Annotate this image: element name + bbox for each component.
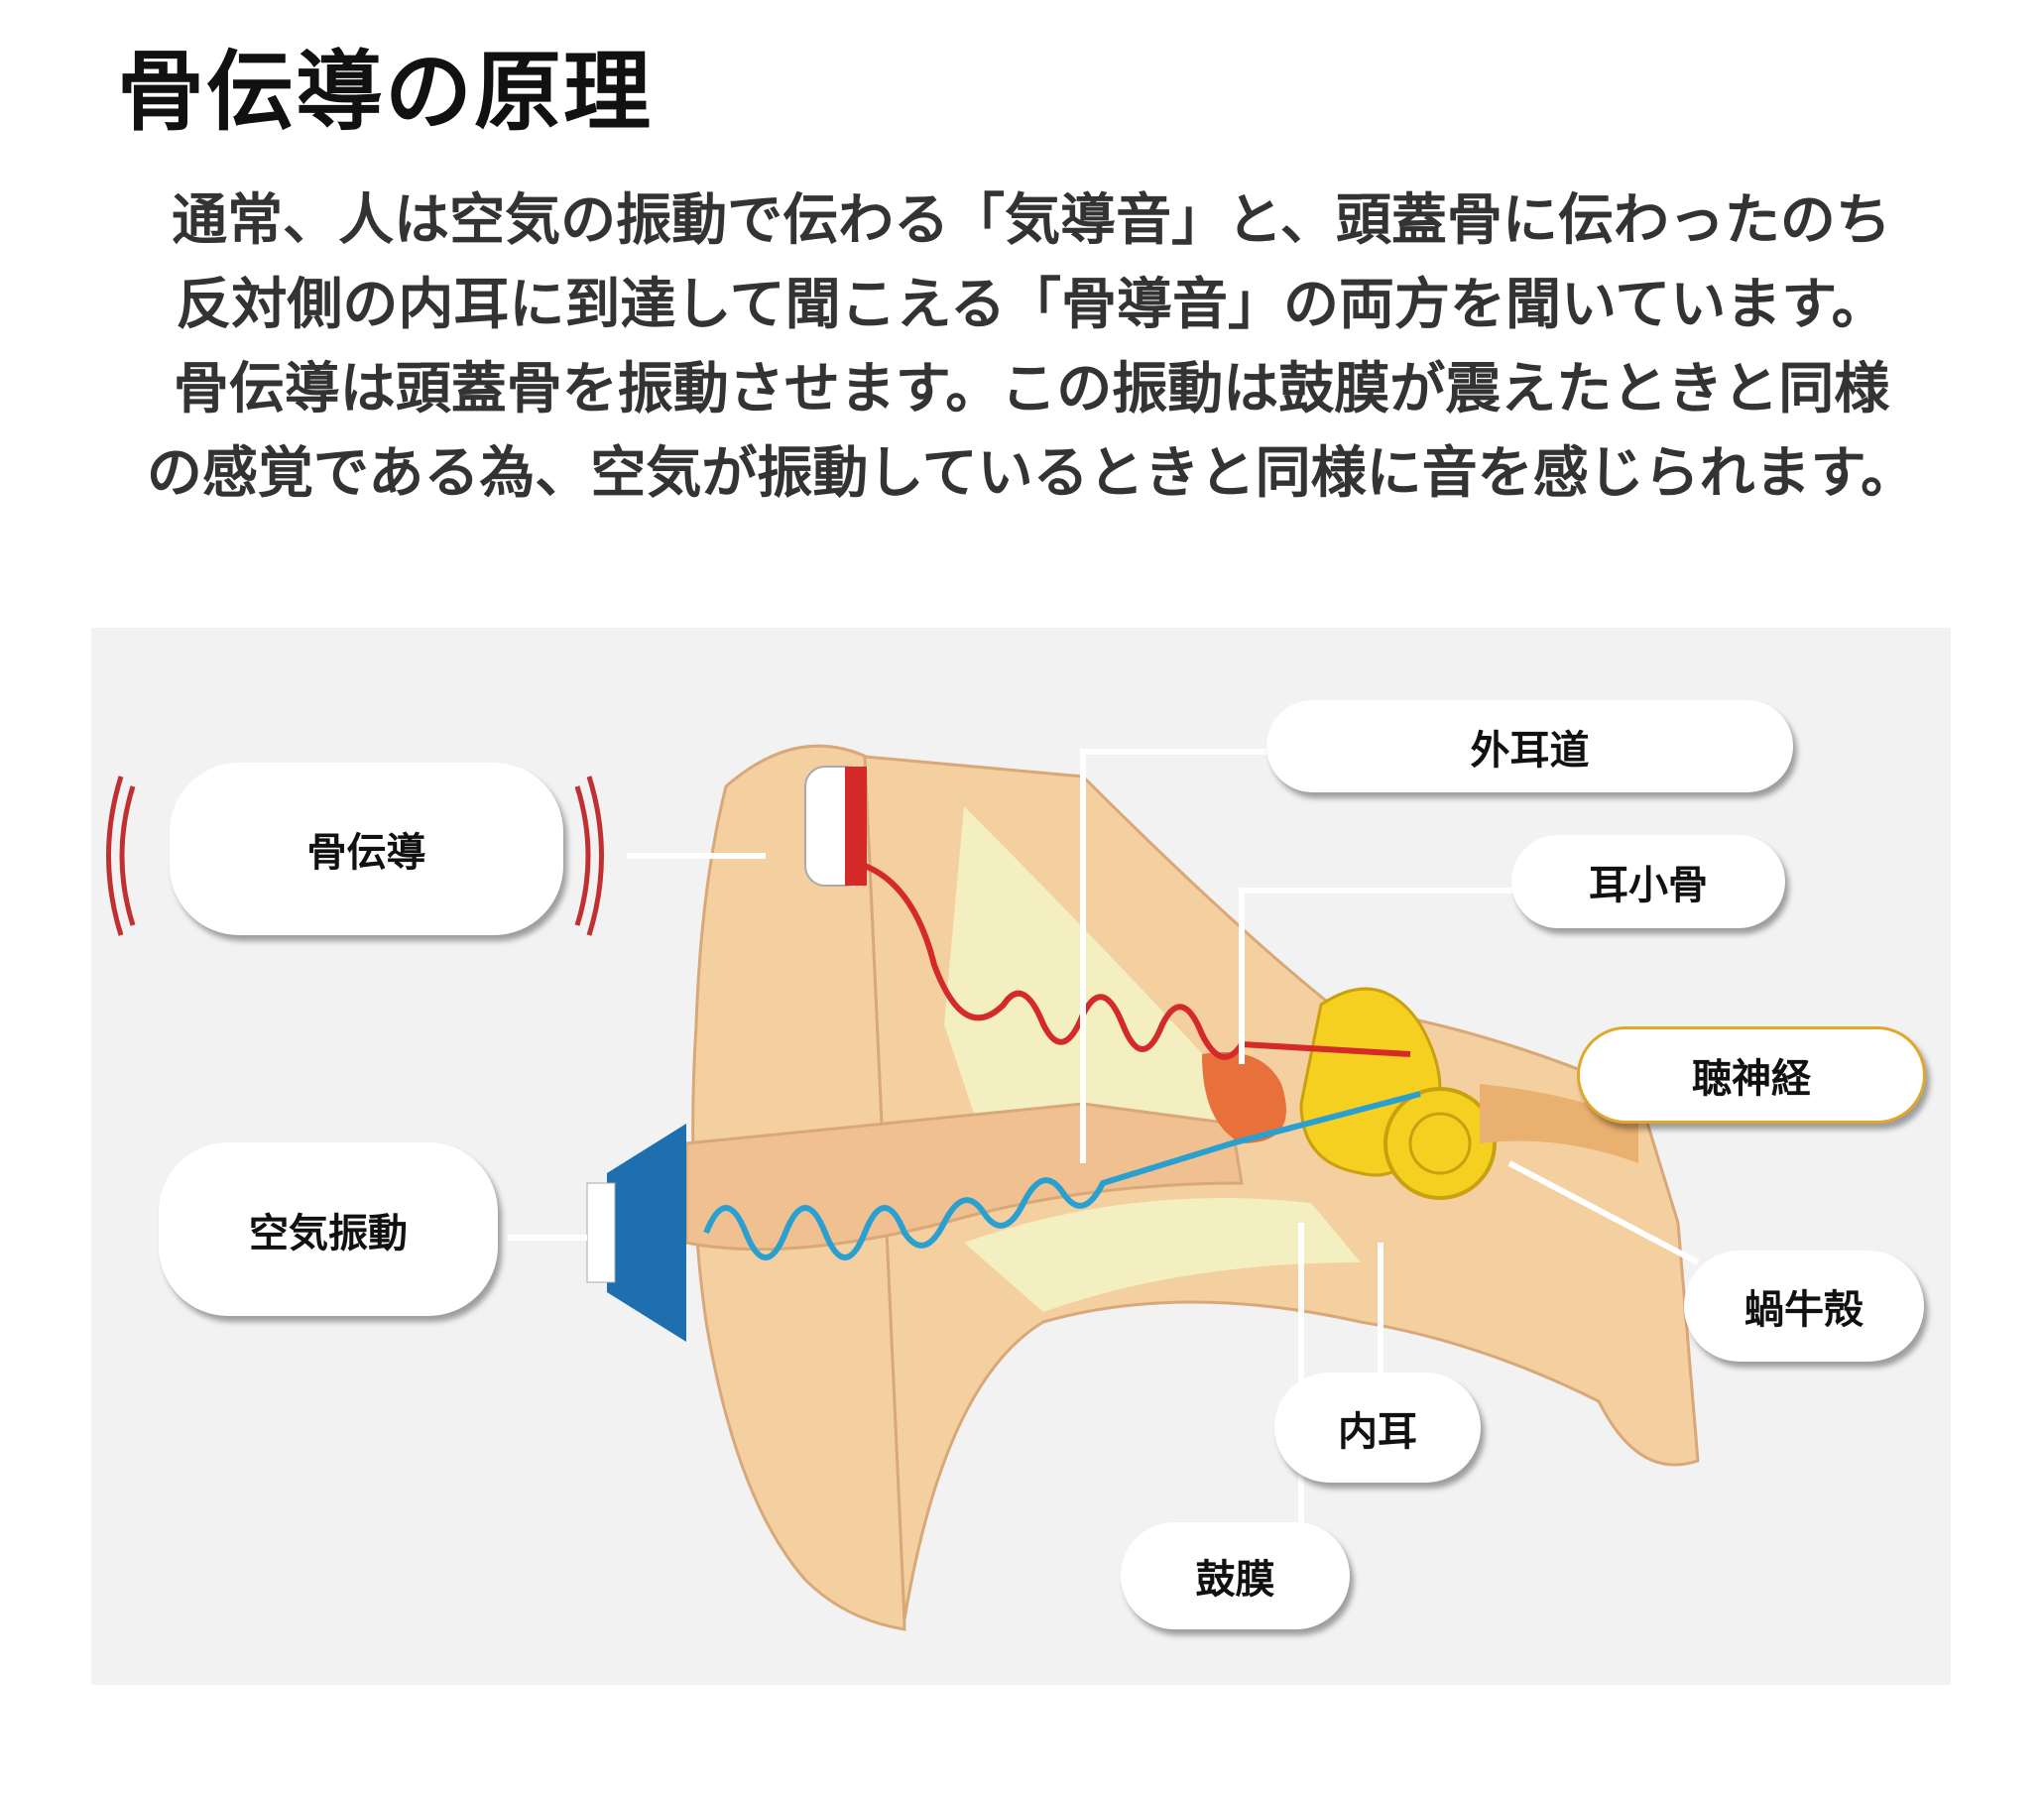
auditory-nerve-shape [1480, 1084, 1638, 1163]
bone-wave [863, 863, 1411, 1060]
label-ossicles: 耳小骨 [1511, 835, 1785, 928]
air-wave [703, 1091, 1421, 1260]
label-eardrum: 鼓膜 [1121, 1522, 1350, 1629]
bone-conduction-diagram: 骨伝導 空気振動 外耳道 耳小骨 聴神経 蝸牛殻 内耳 鼓膜 [91, 628, 1951, 1685]
label-inner-ear: 内耳 [1274, 1373, 1481, 1483]
label-ear-canal: 外耳道 [1266, 700, 1793, 792]
label-auditory-nerve: 聴神経 [1577, 1026, 1926, 1124]
page-title: 骨伝導の原理 [117, 41, 654, 143]
ear-illustration [106, 744, 1700, 1631]
label-cochlea: 蝸牛殻 [1684, 1251, 1924, 1362]
paragraph-line: 骨伝導は頭蓋骨を振動させます。この振動は鼓膜が震えたときと同様 [173, 357, 1890, 421]
ear-canal [684, 1102, 1244, 1252]
paragraph-line: の感覚である為、空気が振動しているときと同様に音を感じられます。 [146, 441, 1917, 506]
description-paragraph: 通常、人は空気の振動で伝わる「気導音」と、頭蓋骨に伝わったのち 反対側の内耳に到… [99, 179, 1964, 516]
vibration-marks-right [574, 776, 604, 936]
vibration-marks-left [106, 776, 136, 936]
air-speaker [607, 1124, 686, 1342]
bone-layer [944, 806, 1262, 1153]
ossicles-shape [1202, 1052, 1286, 1143]
label-air-vibration: 空気振動 [159, 1142, 498, 1316]
cochlea-spiral [1383, 1087, 1497, 1200]
paragraph-line: 反対側の内耳に到達して聞こえる「骨導音」の両方を聞いています。 [176, 273, 1887, 337]
label-bone-conduction: 骨伝導 [170, 763, 563, 935]
paragraph-line: 通常、人は空気の振動で伝わる「気導音」と、頭蓋骨に伝わったのち [172, 188, 1891, 253]
lower-bone-layer [964, 1198, 1361, 1312]
